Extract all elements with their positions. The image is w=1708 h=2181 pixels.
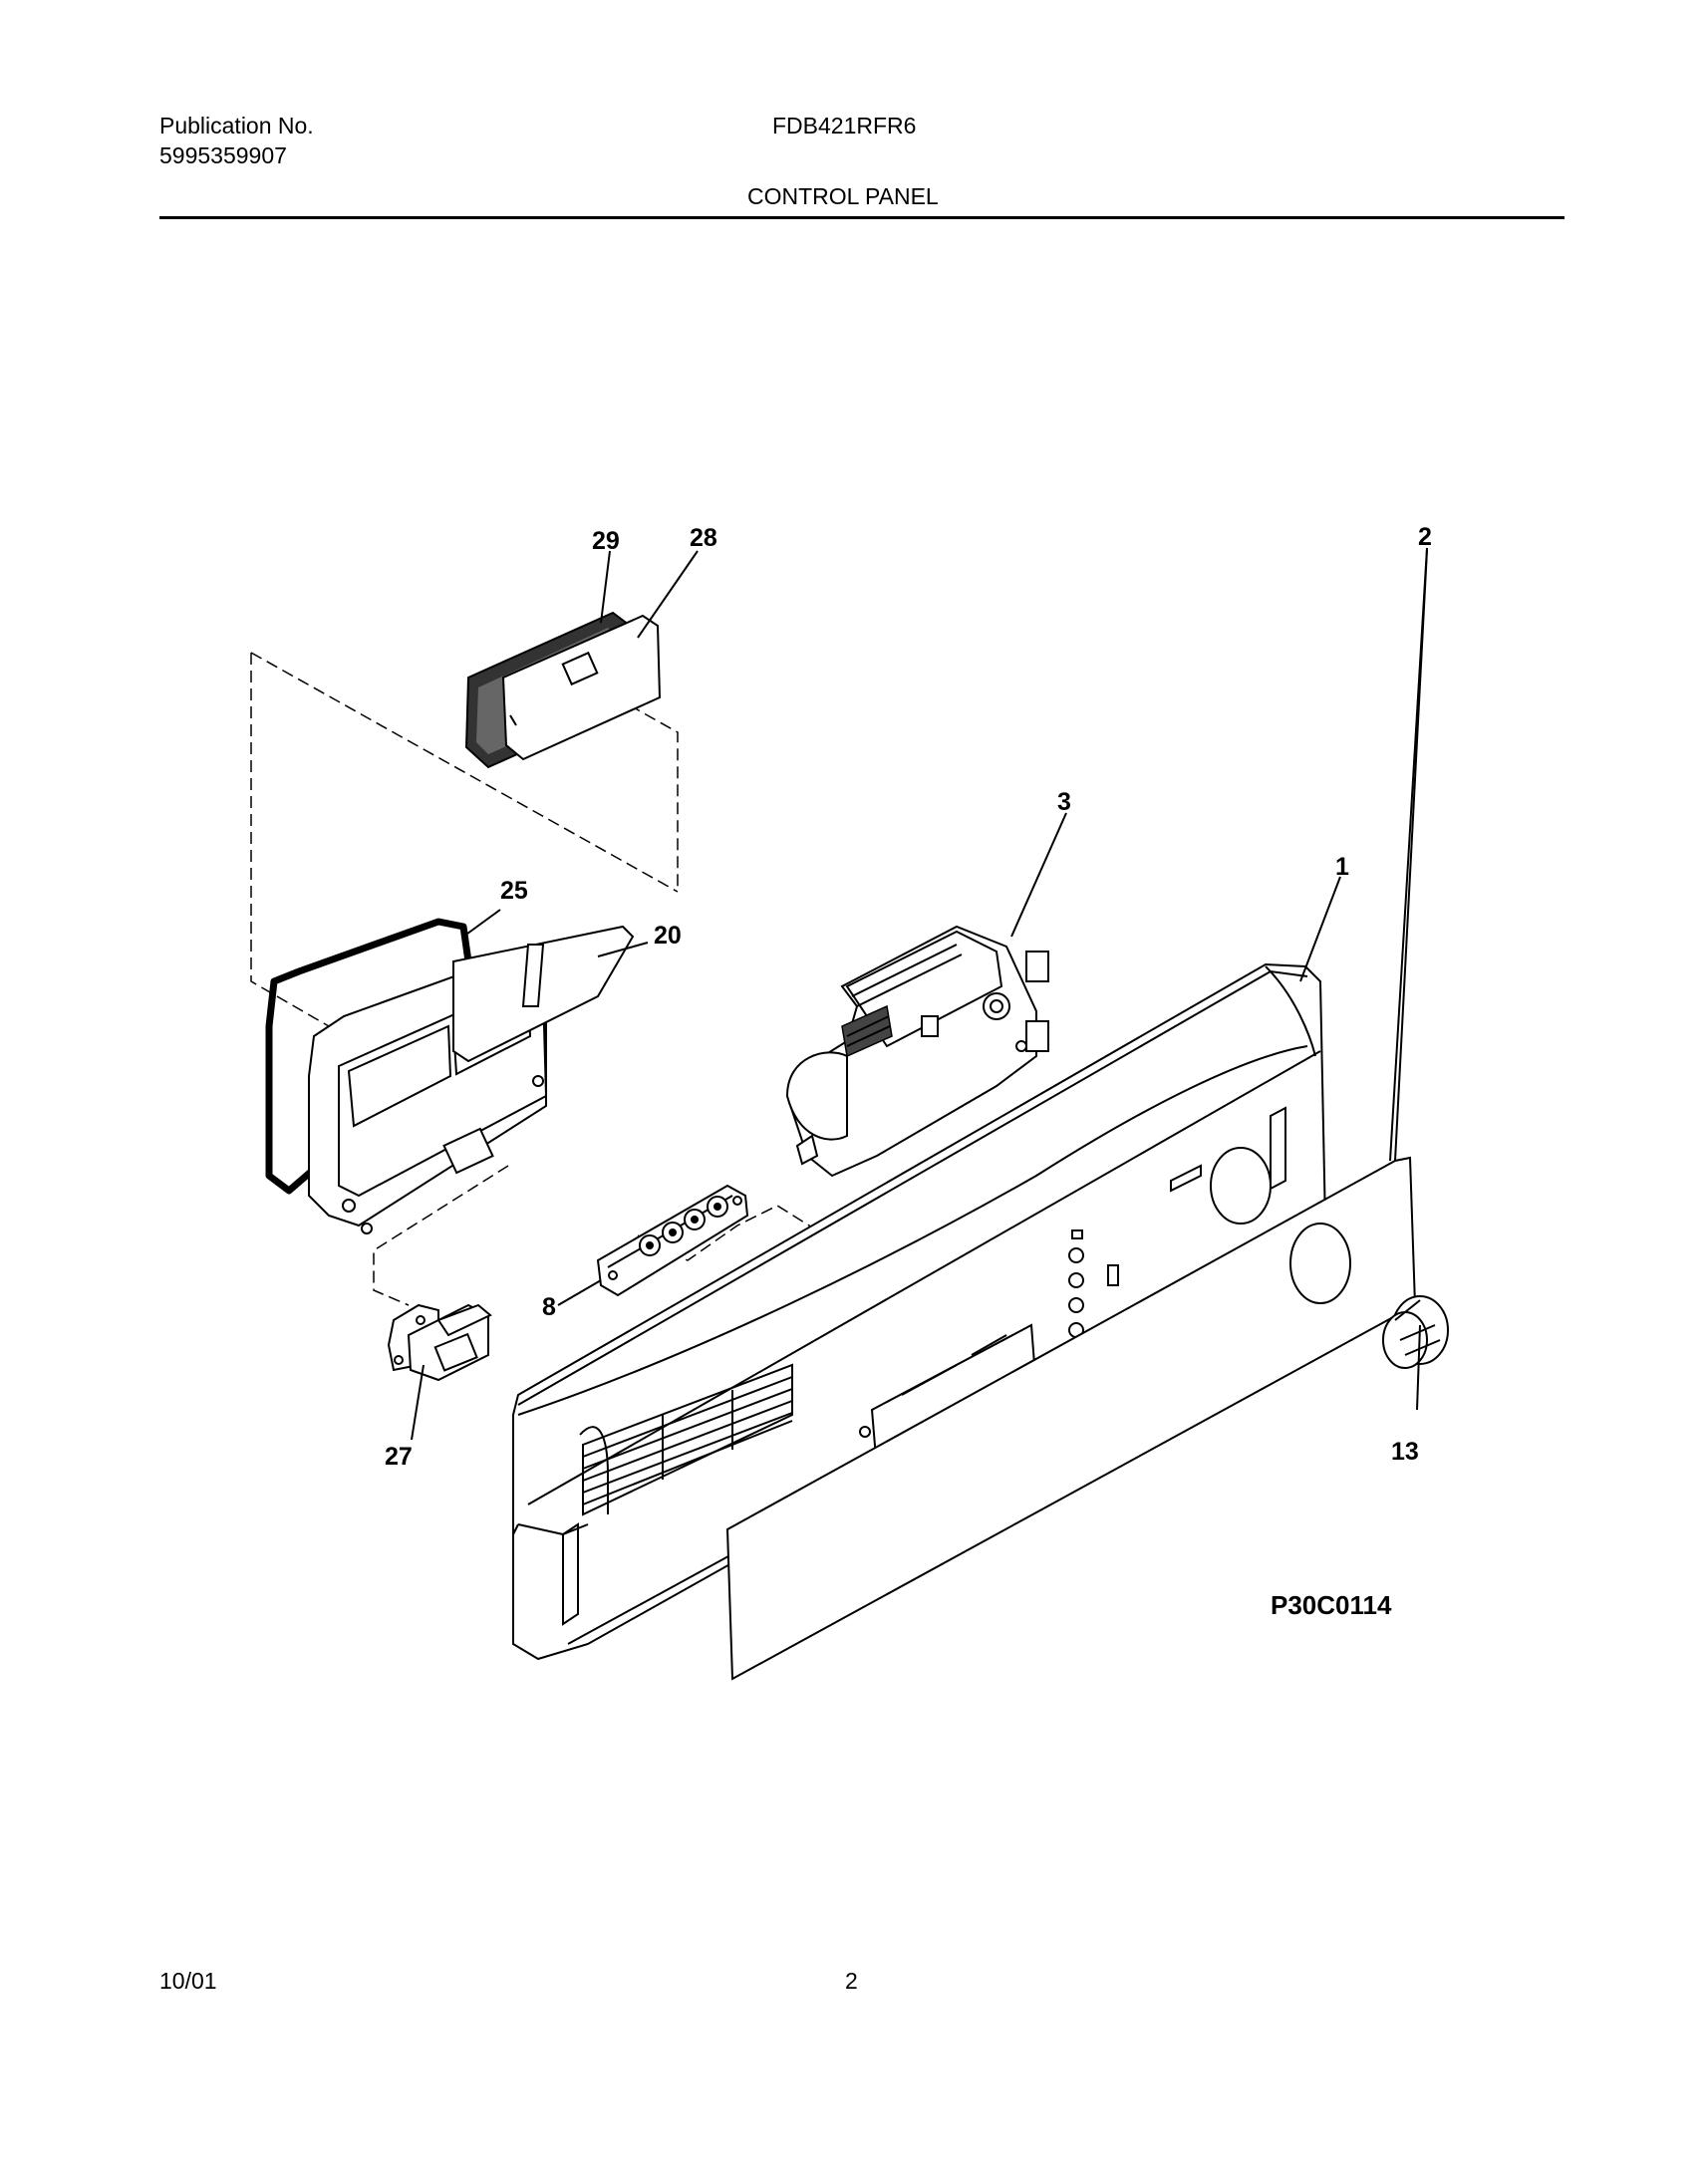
vent-grille xyxy=(582,1363,793,1516)
section-title: CONTROL PANEL xyxy=(747,183,939,209)
part-2-overlay xyxy=(725,1156,1417,1681)
part-20-dispenser xyxy=(308,925,635,1234)
callout-8: 8 xyxy=(542,1293,556,1321)
callout-28: 28 xyxy=(690,524,717,552)
callout-2: 2 xyxy=(1418,523,1432,551)
part-8-switch-board xyxy=(596,1184,749,1297)
part-27-switch xyxy=(387,1303,492,1382)
leader-lines xyxy=(411,547,1428,1441)
callout-13: 13 xyxy=(1391,1438,1419,1466)
footer-date: 10/01 xyxy=(159,1968,217,1994)
part-25-gasket xyxy=(265,918,472,1195)
publication-number: 5995359907 xyxy=(159,142,287,168)
callout-20: 20 xyxy=(654,922,682,950)
callout-27: 27 xyxy=(385,1443,413,1471)
model-number: FDB421RFR6 xyxy=(772,113,917,138)
figure-code: P30C0114 xyxy=(1271,1590,1392,1620)
header-rule xyxy=(159,216,1565,219)
callout-25: 25 xyxy=(500,877,528,905)
callout-1: 1 xyxy=(1335,853,1349,881)
callout-3: 3 xyxy=(1057,788,1071,816)
callout-29: 29 xyxy=(592,527,620,555)
part-3-timer xyxy=(785,925,1049,1178)
page-number: 2 xyxy=(845,1968,858,1994)
timer-contacts xyxy=(841,1004,893,1058)
publication-label: Publication No. xyxy=(159,113,314,138)
part-28-cover xyxy=(501,614,662,761)
